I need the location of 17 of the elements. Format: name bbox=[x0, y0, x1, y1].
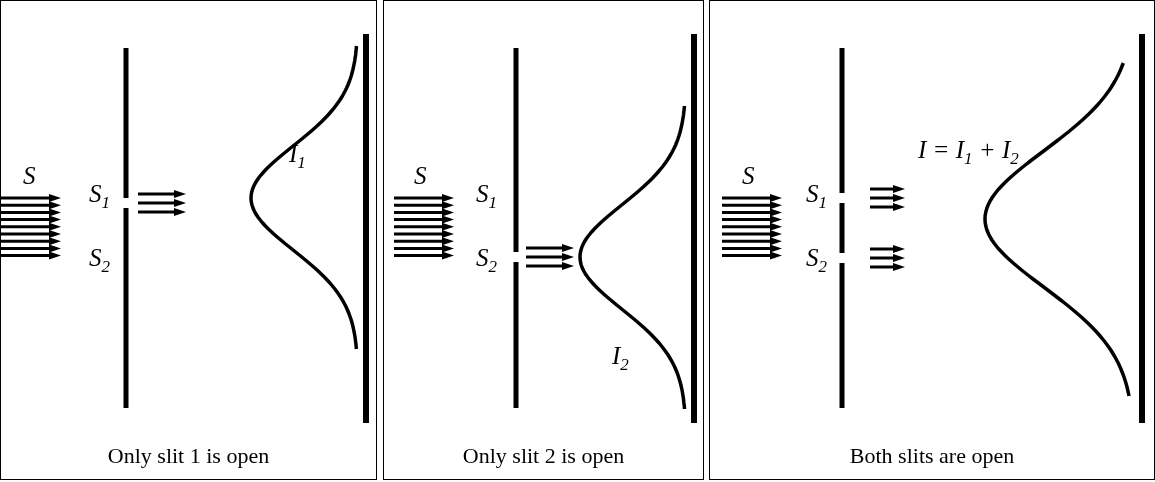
intensity-label: I$_{2}$ bbox=[612, 343, 629, 373]
slit-label: S$_{2}$ bbox=[806, 245, 827, 275]
slit-label: S$_{1}$ bbox=[89, 181, 110, 211]
intensity-label: I = I$_{1}$ + I$_{2}$ bbox=[918, 137, 1019, 167]
source-label: S bbox=[742, 163, 755, 188]
panel-frame bbox=[709, 0, 1155, 480]
panel-caption: Only slit 2 is open bbox=[462, 443, 625, 469]
slit-label: S$_{1}$ bbox=[476, 181, 497, 211]
source-label: S bbox=[23, 163, 36, 188]
panel-frame bbox=[0, 0, 377, 480]
panel-caption: Both slits are open bbox=[849, 443, 1015, 469]
panel-caption: Only slit 1 is open bbox=[107, 443, 270, 469]
panel-frame bbox=[383, 0, 704, 480]
slit-label: S$_{2}$ bbox=[476, 245, 497, 275]
slit-label: S$_{2}$ bbox=[89, 245, 110, 275]
slit-label: S$_{1}$ bbox=[806, 181, 827, 211]
source-label: S bbox=[414, 163, 427, 188]
